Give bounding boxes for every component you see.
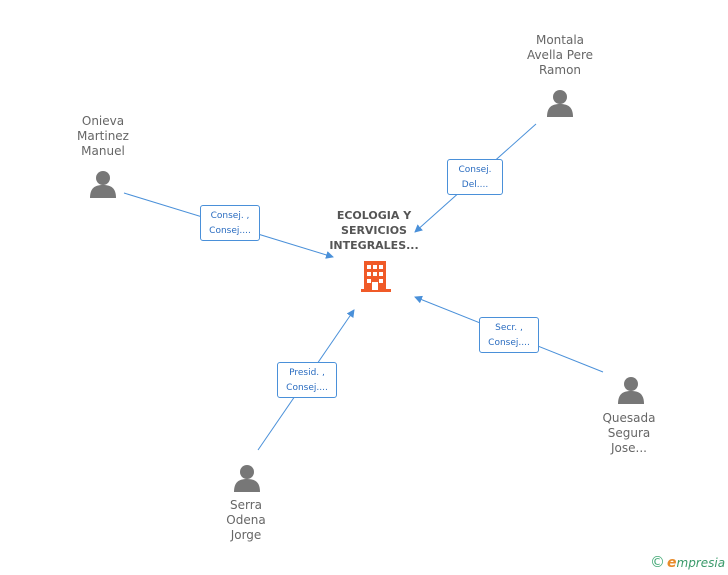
role-line: Consej. — [458, 165, 492, 175]
person-name-line: Onieva — [81, 114, 125, 128]
role-badge-montala[interactable]: Consej. Del.... — [447, 159, 503, 195]
person-name-montala[interactable]: Montala Avella Pere Ramon — [510, 33, 610, 78]
role-badge-onieva[interactable]: Consej. , Consej.... — [200, 205, 260, 241]
person-name-line: Segura — [607, 426, 651, 440]
role-line: Secr. , — [495, 323, 523, 333]
person-icon[interactable] — [233, 463, 261, 493]
person-name-line: Quesada — [602, 411, 656, 425]
company-name-line: ECOLOGIA Y — [336, 209, 412, 222]
role-line: Consej.... — [209, 226, 251, 236]
building-icon[interactable] — [361, 260, 391, 292]
role-line: Del.... — [461, 180, 489, 190]
person-icon[interactable] — [89, 169, 117, 199]
role-line: Consej.... — [286, 383, 328, 393]
copyright-symbol: © — [650, 553, 665, 571]
person-name-line: Martinez — [77, 129, 129, 143]
person-icon[interactable] — [546, 88, 574, 118]
person-icon[interactable] — [617, 375, 645, 405]
person-name-line: Avella Pere — [526, 48, 594, 62]
person-name-line: Odena — [226, 513, 266, 527]
company-name-line: SERVICIOS — [341, 224, 407, 237]
person-name-line: Manuel — [81, 144, 125, 158]
person-name-serra[interactable]: Serra Odena Jorge — [196, 498, 296, 543]
company-name[interactable]: ECOLOGIA Y SERVICIOS INTEGRALES... — [314, 208, 434, 253]
person-name-line: Serra — [229, 498, 262, 512]
role-line: Consej. , — [210, 211, 250, 221]
company-name-line: INTEGRALES... — [329, 239, 419, 252]
role-badge-serra[interactable]: Presid. , Consej.... — [277, 362, 337, 398]
brand-logo[interactable]: ©empresia — [650, 553, 725, 571]
person-name-quesada[interactable]: Quesada Segura Jose... — [579, 411, 679, 456]
role-line: Presid. , — [289, 368, 325, 378]
person-name-line: Montala — [535, 33, 585, 47]
person-name-line: Jorge — [230, 528, 262, 542]
person-name-line: Jose... — [611, 441, 647, 455]
person-name-line: Ramon — [538, 63, 582, 77]
person-name-onieva[interactable]: Onieva Martinez Manuel — [53, 114, 153, 159]
brand-name: mpresia — [676, 556, 726, 570]
role-badge-quesada[interactable]: Secr. , Consej.... — [479, 317, 539, 353]
role-line: Consej.... — [488, 338, 530, 348]
brand-initial: e — [667, 555, 677, 571]
